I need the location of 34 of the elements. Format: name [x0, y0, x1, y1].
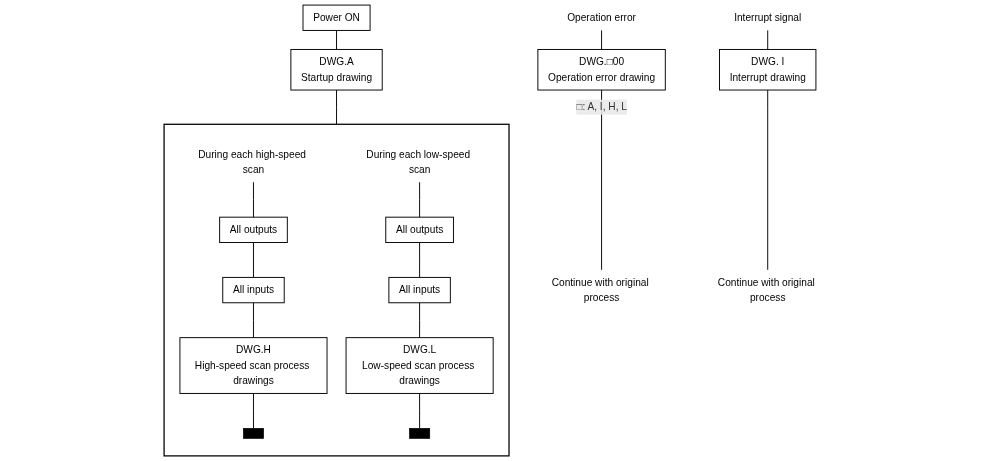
connector: [335, 29, 337, 50]
connector: [252, 181, 254, 218]
connector: [600, 89, 602, 271]
connector: [418, 181, 420, 218]
connector: [767, 29, 768, 50]
node-text: During each low-speed scan: [366, 148, 470, 175]
node-box: All inputs: [388, 276, 451, 304]
node-text: During each high-speed scan: [198, 148, 306, 175]
connector: [600, 29, 602, 50]
connector: [252, 393, 254, 429]
node-bar: [242, 428, 264, 439]
node-box: All outputs: [219, 216, 288, 244]
node-bar: [408, 428, 430, 439]
node-box: DWG.H High-speed scan process drawings: [179, 337, 328, 394]
node-text: Interrupt signal: [733, 12, 802, 23]
node-text: Operation error: [567, 12, 636, 23]
edge-label: □: A, I, H, L: [576, 101, 627, 113]
cluster: [163, 123, 510, 457]
node-box: All inputs: [222, 276, 285, 304]
node-box: DWG.□00 Operation error drawing: [537, 49, 666, 91]
node-box: DWG.A Startup drawing: [290, 49, 383, 91]
connector: [252, 302, 254, 339]
node-text: Continue with original process: [717, 276, 815, 303]
node-box: All outputs: [385, 216, 454, 244]
node-box: DWG.L Low-speed scan process drawings: [345, 337, 494, 394]
connector: [418, 242, 420, 278]
node-box: DWG. I Interrupt drawing: [718, 49, 817, 91]
connector: [335, 89, 337, 125]
connector: [767, 89, 768, 271]
connector: [418, 302, 420, 339]
node-box: Power ON: [302, 4, 371, 31]
connector: [252, 242, 254, 278]
connector: [418, 393, 420, 429]
node-text: Continue with original process: [551, 276, 649, 303]
